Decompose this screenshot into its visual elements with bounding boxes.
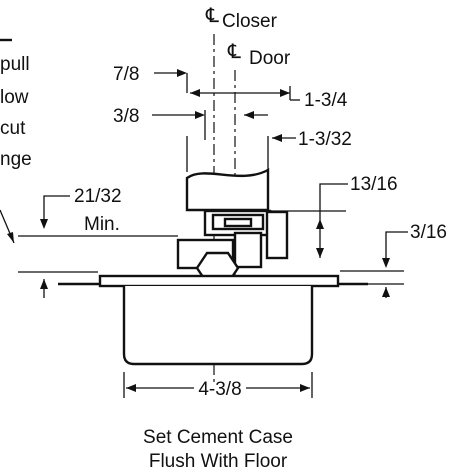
closer-centerline-symbol: ℄ <box>205 5 219 27</box>
door-centerline-symbol: ℄ <box>227 41 241 63</box>
left-note-line-2: low <box>0 87 29 108</box>
dim-1-3-4: 1-3/4 <box>190 86 348 111</box>
dim-13-16-leader <box>319 183 348 258</box>
closer-centerline-label: Closer <box>222 11 278 32</box>
dim-3-8-arrow-right <box>244 111 254 119</box>
caption-line-2: Flush With Floor <box>149 451 288 472</box>
dim-21-32-leader <box>43 195 70 222</box>
dim-1-3-4-arrow-left <box>190 89 200 97</box>
door-centerline-label: Door <box>249 48 291 69</box>
cover-plate <box>98 274 340 288</box>
dim-13-16-arrow-top <box>316 219 324 229</box>
dim-4-3-8-label: 4-3/8 <box>198 379 241 400</box>
left-note: pull low cut nge <box>0 38 32 244</box>
dim-21-32-min-label: Min. <box>84 214 120 235</box>
dim-1-3-4-arrow-right <box>280 89 290 97</box>
dim-7-8-arrow <box>177 69 187 77</box>
dim-13-16-label: 13/16 <box>350 174 398 195</box>
dim-4-3-8: 4-3/8 <box>123 372 313 400</box>
closer-arm-housing <box>185 167 270 212</box>
centerline-labels: ℄ Closer ℄ Door <box>205 5 291 69</box>
dim-3-8-label: 3/8 <box>113 106 139 127</box>
dim-7-8: 7/8 <box>113 64 188 93</box>
dim-3-8: 3/8 <box>113 106 268 140</box>
dim-7-8-label: 7/8 <box>113 64 139 85</box>
dim-1-3-32-arrow <box>272 134 282 142</box>
caption-line-1: Set Cement Case <box>143 427 293 448</box>
dim-13-16-arrow-bottom <box>316 248 324 258</box>
dim-3-16-label: 3/16 <box>410 222 447 243</box>
side-block <box>233 231 263 269</box>
left-note-line-4: nge <box>0 149 32 170</box>
dim-3-16: 3/16 <box>340 222 447 298</box>
note-leader-arrow <box>7 232 14 243</box>
dim-21-32-arrow-bottom <box>40 279 48 289</box>
dim-21-32-label: 21/32 <box>74 186 122 207</box>
dim-3-16-arrow-bottom <box>382 287 390 297</box>
dim-21-32-arrow-top <box>40 219 48 229</box>
dim-13-16: 13/16 <box>270 174 398 258</box>
dim-3-16-arrow-top <box>382 258 390 268</box>
dim-4-3-8-arrow-left <box>126 384 136 392</box>
cement-case <box>122 286 314 366</box>
dim-3-16-leader <box>385 231 408 262</box>
door-bottom-edge <box>265 210 289 260</box>
dim-21-32: 21/32 Min. <box>18 186 178 298</box>
left-note-line-3: cut <box>0 118 26 139</box>
dim-1-3-32: 1-3/32 <box>186 129 352 172</box>
dim-1-3-32-label: 1-3/32 <box>298 129 352 150</box>
dim-4-3-8-arrow-right <box>300 384 310 392</box>
dim-1-3-4-label: 1-3/4 <box>304 90 348 111</box>
dim-3-8-arrow-left <box>195 111 205 119</box>
pivot-spindle-top <box>223 217 253 228</box>
left-note-line-1: pull <box>0 54 30 75</box>
